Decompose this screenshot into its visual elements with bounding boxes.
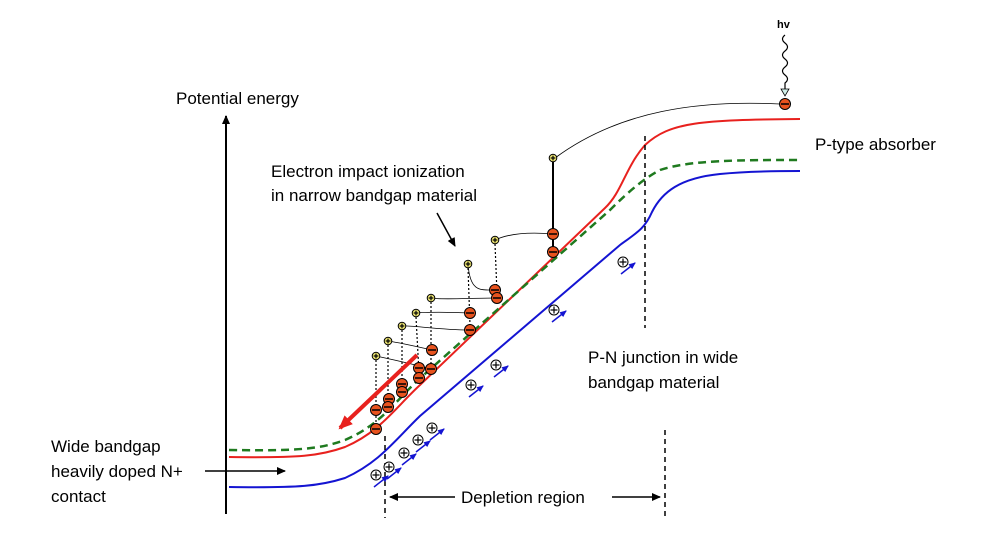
electron-flow-arrow — [338, 353, 419, 430]
electron-icon — [491, 292, 503, 304]
electron-icon — [413, 362, 425, 374]
impact-pointer-arrow — [436, 212, 456, 247]
valence-band — [228, 170, 801, 489]
impact-label-line1: Electron impact ionization — [271, 162, 465, 181]
contact-label-line2: heavily doped N+ — [51, 462, 183, 481]
hole-icon — [617, 256, 629, 268]
hole-icon — [465, 379, 477, 391]
hole-icon — [370, 469, 382, 481]
electron-icon — [426, 344, 438, 356]
hole-icon — [426, 293, 436, 303]
electron-icon — [396, 386, 408, 398]
hole-icon — [371, 351, 381, 361]
contact-label-line1: Wide bandgap — [51, 437, 161, 456]
trajectory-group — [375, 102, 781, 370]
electron-icon — [464, 307, 476, 319]
hole-icon — [397, 321, 407, 331]
hole-icon — [383, 336, 393, 346]
electron-icon — [370, 404, 382, 416]
electron-icon — [370, 423, 382, 435]
hole-icon — [548, 304, 560, 316]
electron-icon — [382, 401, 394, 413]
photon-icon — [781, 34, 789, 91]
y-axis-label: Potential energy — [176, 89, 299, 108]
electron-icon — [464, 324, 476, 336]
depletion-label: Depletion region — [461, 488, 585, 507]
photon-label: hv — [777, 19, 791, 31]
hole-icon — [412, 434, 424, 446]
junction-label-line1: P-N junction in wide — [588, 348, 738, 367]
hole-icon — [383, 461, 395, 473]
hole-icon — [490, 359, 502, 371]
hole-icon — [411, 308, 421, 318]
photon-arrowhead — [780, 88, 790, 97]
electron-icon — [425, 363, 437, 375]
hole-icon — [463, 259, 473, 269]
hole-icon — [426, 422, 438, 434]
photo-electron — [779, 98, 791, 110]
electron-icon — [547, 246, 559, 258]
absorber-label: P-type absorber — [815, 135, 936, 154]
impact-label-line2: in narrow bandgap material — [271, 186, 477, 205]
junction-label-line2: bandgap material — [588, 373, 719, 392]
hole-icon — [490, 235, 500, 245]
contact-label-line3: contact — [51, 487, 106, 506]
valence-holes-group — [370, 256, 636, 488]
electron-icon — [547, 228, 559, 240]
electron-icon — [413, 372, 425, 384]
fermi-level — [228, 158, 801, 452]
hole-icon — [548, 153, 558, 163]
hole-icon — [398, 447, 410, 459]
